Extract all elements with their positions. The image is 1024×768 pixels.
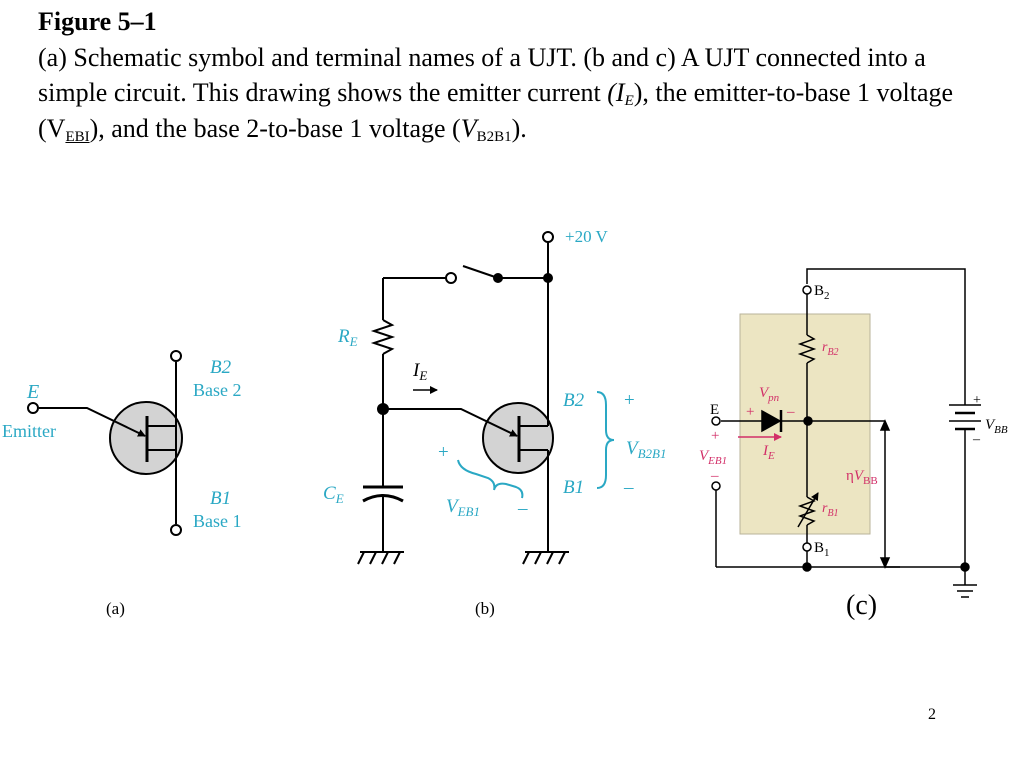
label-base2-a: Base 2 [193,380,242,400]
label-base1-a: Base 1 [193,511,242,531]
label-rb1-c: rB1 [822,501,839,519]
label-vpn-c: Vpn [759,385,780,404]
rb2-resistor [797,334,817,364]
re-resistor [370,319,396,355]
ground-symbol-c [953,567,977,598]
figure-label-a: (a) [106,599,125,618]
label-emitter-a: Emitter [2,421,56,441]
emitter-terminal-a [27,402,39,414]
veb1-minus: – [517,498,528,519]
b2-terminal-a [170,350,182,362]
vpn-plus: + [746,404,754,420]
veb1-plus: + [438,442,449,463]
label-veb1-b: VEB1 [446,496,480,519]
label-vbb-c: VBB [985,417,1008,436]
circuit-b [357,231,569,565]
ujt-symbol-a [27,350,183,536]
veb1-minus-c: – [710,468,719,484]
page-number: 2 [928,706,936,723]
label-eta-vbb-c: ηVBB [846,468,878,487]
figure-label-b: (b) [475,599,495,618]
label-veb1-c: VEB1 [699,448,727,467]
ground-symbol-ce [357,551,404,565]
figure-label-c: (c) [846,590,877,621]
emitter-terminal-c [711,416,721,426]
ground-symbol-b1 [522,551,569,565]
b1-terminal-a [170,524,182,536]
vbb-minus-c: – [972,432,981,447]
label-re-b: RE [337,326,358,349]
label-b2-c: B2 [814,283,830,302]
label-ie-c: IE [762,443,775,462]
b1-terminal-c [802,542,812,552]
label-supply-b: +20 V [565,227,609,246]
vb2b1-plus: + [624,390,635,411]
veb1-bracket [457,459,524,499]
label-rb2-c: rB2 [822,340,839,358]
label-ie-b: IE [412,360,427,383]
label-e-c: E [710,402,719,418]
veb1-plus-c: + [711,428,719,444]
switch-lever [462,265,499,279]
vpn-minus: – [786,404,795,420]
supply-terminal-b [542,231,554,243]
label-b1-b: B1 [563,477,584,498]
label-vb2b1-b: VB2B1 [626,438,667,461]
pn-diode [761,409,782,433]
switch-open-contact [445,272,457,284]
label-b1-c: B1 [814,540,830,559]
figure-description: (a) Schematic symbol and terminal names … [38,42,954,145]
label-ce-b: CE [323,483,344,506]
figure-title: Figure 5–1 [38,7,157,36]
circuit-c [711,268,981,598]
label-b2-a: B2 [210,357,232,378]
brackets-b [457,391,615,499]
label-e-a: E [26,381,39,403]
label-b1-a: B1 [210,488,231,509]
label-b2-b: B2 [563,390,585,411]
vb2b1-bracket [596,391,615,489]
figure-caption: Figure 5–1 (a) Schematic symbol and term… [38,4,998,146]
vbb-plus-c: + [973,393,981,408]
b2-terminal-c [802,285,812,295]
vb2b1-minus: – [623,477,634,498]
